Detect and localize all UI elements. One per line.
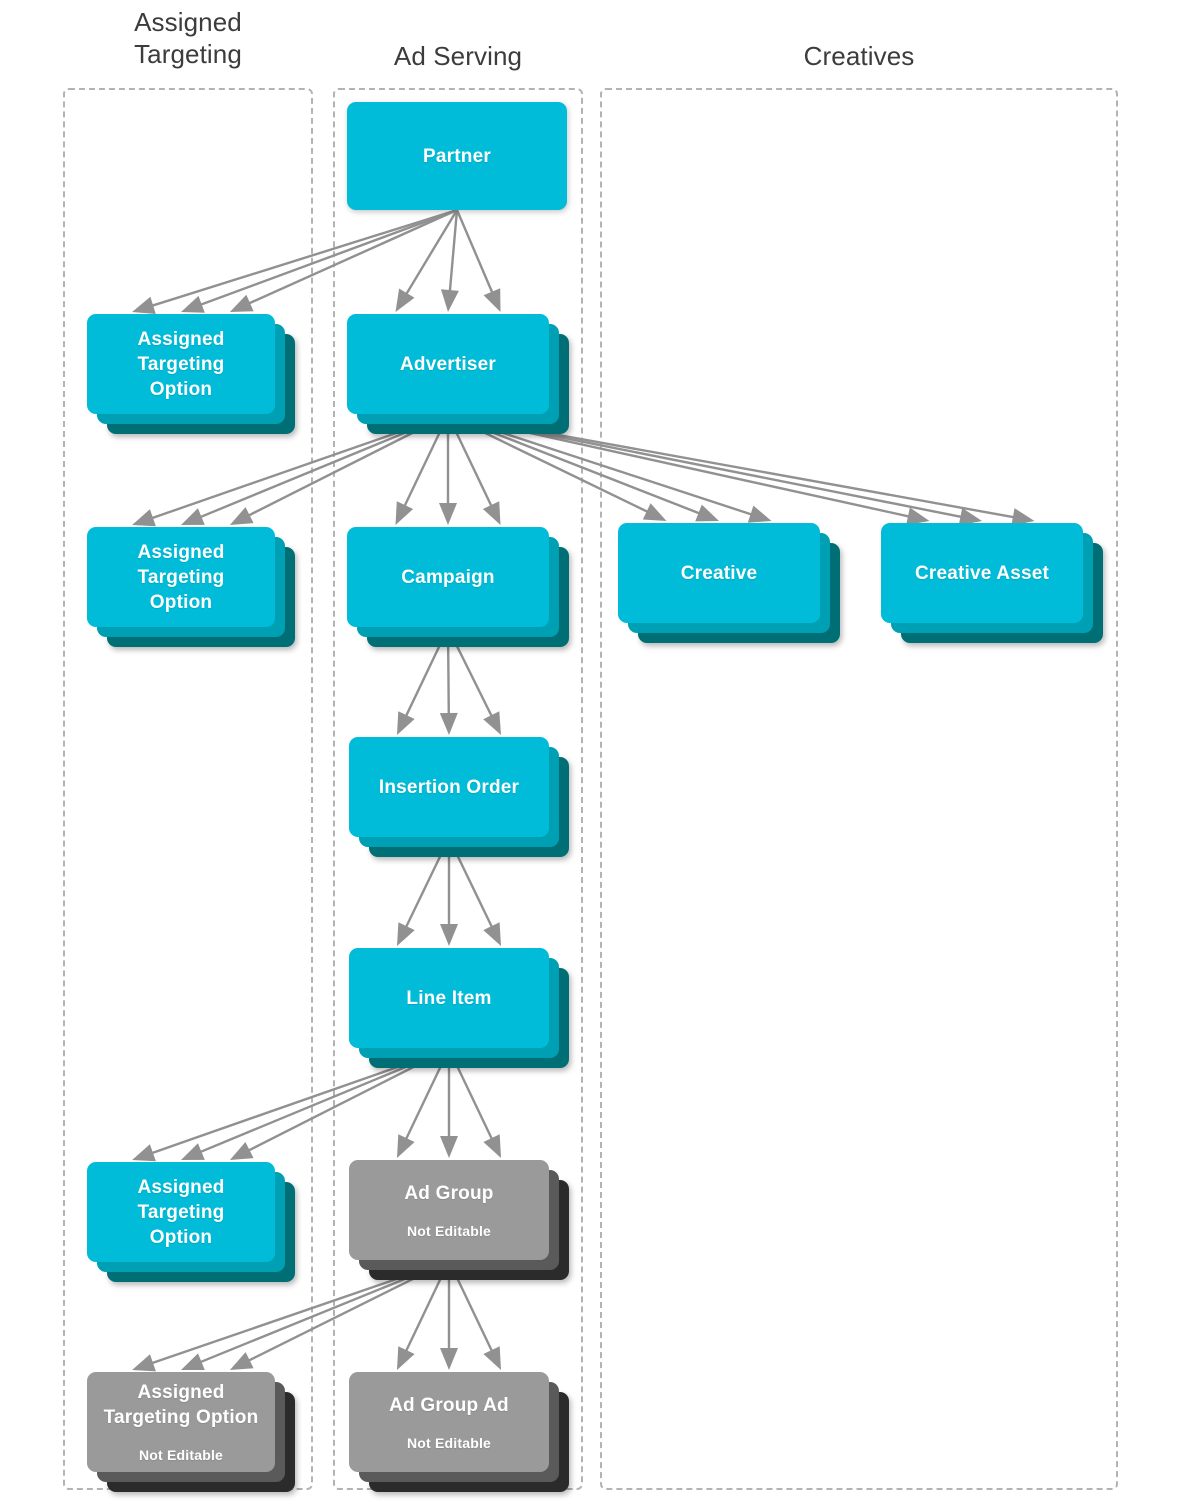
column-header-line: Ad Serving — [393, 41, 523, 71]
node-title-line: Line Item — [406, 987, 492, 1009]
node-advertiser[interactable]: Advertiser — [347, 314, 569, 434]
node-title-line: Campaign — [401, 566, 495, 588]
node-title-line: Ad Group — [404, 1182, 494, 1204]
node-title-line: Assigned — [137, 328, 225, 350]
node-title-line: Partner — [423, 145, 491, 167]
node-ad-group-ad[interactable]: Ad Group Ad Not Editable — [349, 1372, 569, 1492]
node-title-line: Creative Asset — [914, 562, 1050, 584]
node-face-line-item[interactable]: Line Item — [349, 948, 549, 1048]
node-title-line: Option — [149, 591, 213, 613]
column-header-line: Assigned — [134, 7, 242, 37]
node-face-campaign[interactable]: Campaign — [347, 527, 549, 627]
node-title: Line Item — [406, 986, 491, 1011]
node-title: Insertion Order — [379, 775, 519, 800]
node-face-advertiser[interactable]: Advertiser — [347, 314, 549, 414]
node-not-editable-label: Not Editable — [406, 1222, 492, 1239]
node-title: Campaign — [401, 565, 494, 590]
node-title: Partner — [423, 144, 491, 169]
node-face-ad-group-ad[interactable]: Ad Group Ad Not Editable — [349, 1372, 549, 1472]
node-title-line: Insertion Order — [378, 776, 520, 798]
node-face-partner[interactable]: Partner — [347, 102, 567, 210]
column-header-creatives: Creatives — [600, 40, 1118, 72]
column-header-line: Creatives — [803, 41, 915, 71]
node-face-insertion-order[interactable]: Insertion Order — [349, 737, 549, 837]
node-creative[interactable]: Creative — [618, 523, 840, 643]
column-header-assigned-targeting: Assigned Targeting — [63, 6, 313, 70]
node-partner[interactable]: Partner — [347, 102, 567, 210]
node-creative-asset[interactable]: Creative Asset — [881, 523, 1103, 643]
node-title: Creative Asset — [915, 561, 1049, 586]
node-insertion-order[interactable]: Insertion Order — [349, 737, 569, 857]
node-title-line: Ad Group Ad — [389, 1394, 509, 1416]
node-face-creative[interactable]: Creative — [618, 523, 820, 623]
node-title: Creative — [681, 561, 758, 586]
node-title-line: Targeting — [137, 1201, 225, 1223]
node-title-line: Targeting Option — [103, 1407, 259, 1428]
node-title-line: Creative — [680, 562, 758, 584]
node-title-line: Assigned — [137, 1176, 225, 1198]
node-face-creative-asset[interactable]: Creative Asset — [881, 523, 1083, 623]
node-title: Ad Group Ad — [389, 1393, 509, 1418]
node-title-line: Targeting — [137, 566, 225, 588]
node-title: Ad Group — [404, 1181, 493, 1206]
node-title-line: Assigned — [137, 541, 225, 563]
node-title-line: Option — [149, 378, 213, 400]
node-title-line: Option — [149, 1226, 213, 1248]
node-title-line: Assigned — [137, 1382, 225, 1403]
column-header-line: Targeting — [134, 39, 242, 69]
node-line-item[interactable]: Line Item — [349, 948, 569, 1068]
node-not-editable-label: Not Editable — [406, 1434, 492, 1451]
node-campaign[interactable]: Campaign — [347, 527, 569, 647]
node-title-line: Targeting — [137, 353, 225, 375]
node-title-line: Advertiser — [400, 353, 496, 375]
node-title: Advertiser — [400, 352, 496, 377]
column-header-ad-serving: Ad Serving — [333, 40, 583, 72]
column-frame-creatives — [600, 88, 1118, 1490]
node-not-editable-label: Not Editable — [138, 1447, 224, 1463]
